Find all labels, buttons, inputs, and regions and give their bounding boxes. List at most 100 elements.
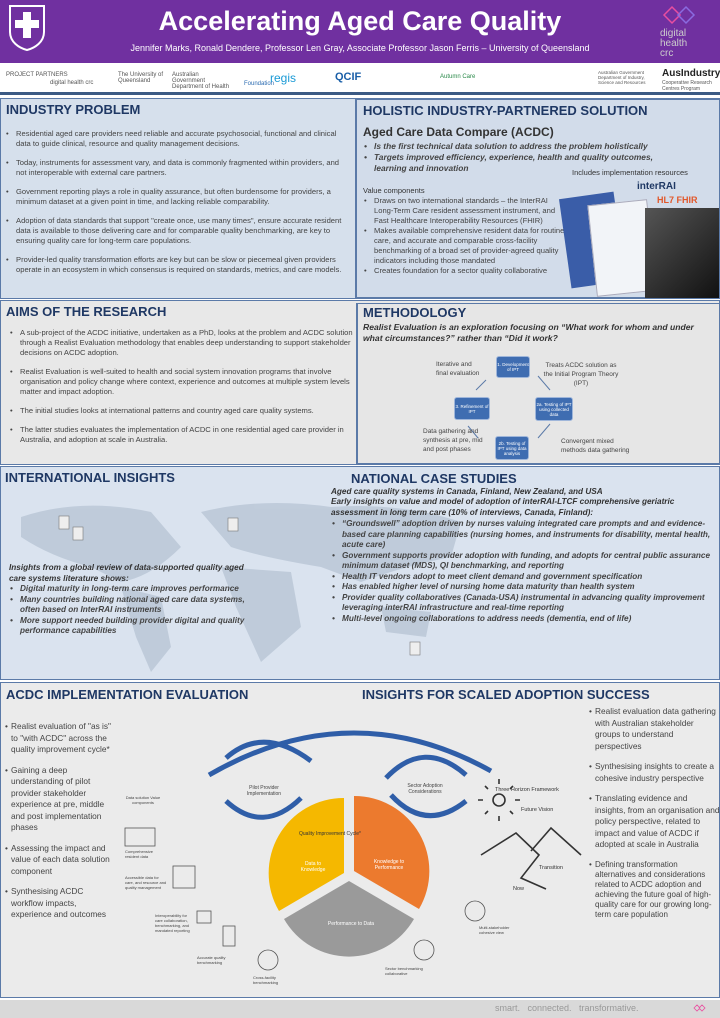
cubes-icon [172, 865, 196, 889]
document-icon [227, 517, 239, 532]
list-item: Defining transformation alternatives and… [588, 860, 719, 920]
footer-tagline: smart. connected. transformative. [495, 1003, 639, 1013]
pilot-cycle-arrow [224, 739, 313, 764]
scaled-heading: INSIGHTS FOR SCALED ADOPTION SUCCESS [362, 687, 650, 702]
brand-text: digital health crc [660, 28, 688, 59]
implementation-list: Realist evaluation of "as is" to "with A… [4, 721, 112, 930]
horizon-title: Three Horizon Framework [495, 787, 559, 793]
people-icon [257, 949, 279, 971]
arrow-icon [467, 425, 479, 439]
aims-heading: AIMS OF THE RESEARCH [6, 304, 167, 319]
step-development: 1. Development of IPT [496, 356, 530, 378]
step-testing-collected: 2a. Testing of IPT using collected data [535, 397, 573, 421]
value-list: Draws on two international standards – t… [363, 196, 568, 276]
ausindustry-logo: AusIndustry [662, 68, 720, 79]
list-item: “Groundswell” adoption driven by nurses … [331, 519, 719, 551]
list-item: Translating evidence and insights, from … [588, 793, 719, 851]
national-lead-1: Aged care quality systems in Canada, Fin… [331, 487, 603, 496]
cycle-title: Quality Improvement Cycle* [299, 831, 361, 837]
list-item: Digital maturity in long-term care impro… [9, 584, 254, 595]
components-title: Data solution Value components [125, 795, 161, 805]
list-item: Government reporting plays a role in qua… [5, 187, 350, 207]
cycle-arrows [467, 375, 551, 439]
partner-gov-logo: Australian Government Department of Indu… [598, 70, 646, 85]
partner-logo: Autumn Care [440, 74, 476, 80]
sector-item-label: Multi-stakeholder cohesive view [479, 925, 510, 935]
list-item: Makes available comprehensive resident d… [363, 226, 568, 266]
list-item: Synthesising insights to create a cohesi… [588, 761, 719, 784]
list-item: Health IT vendors adopt to meet client d… [331, 572, 719, 583]
list-item: Many countries building national aged ca… [9, 595, 254, 616]
arrow-icon [537, 423, 551, 439]
slice-label: Knowledge to Performance [373, 859, 405, 871]
ausindustry-sub: Cooperative Research Centres Program [662, 80, 712, 92]
list-item: The initial studies looks at internation… [9, 406, 354, 416]
screen-icon [124, 827, 156, 847]
sector-cycle-arrow [384, 754, 468, 780]
resources-label: Includes implementation resources [572, 168, 688, 177]
component-label: Comprehensive resident data [125, 849, 154, 859]
aims-list: A sub-project of the ACDC initiative, un… [9, 328, 354, 454]
list-item: Draws on two international standards – t… [363, 196, 568, 226]
now-label: Now [513, 886, 525, 892]
authors: Jennifer Marks, Ronald Dendere, Professo… [130, 43, 590, 53]
partner-logo: Australian Government Department of Heal… [172, 72, 230, 90]
list-item: Realist Evaluation is well-suited to hea… [9, 367, 354, 397]
diamond-logo-icon [662, 5, 696, 25]
list-item: A sub-project of the ACDC initiative, un… [9, 328, 354, 358]
international-section: INTERNATIONAL INSIGHTS Insights from a g… [0, 466, 720, 680]
list-item: Adoption of data standards that support … [5, 216, 350, 246]
arrow-icon [537, 375, 551, 391]
horizon-icons [478, 779, 582, 890]
list-item: Residential aged care providers need rel… [5, 129, 350, 149]
big-arc-arrow [207, 730, 493, 778]
national-heading: NATIONAL CASE STUDIES [351, 471, 517, 486]
pilot-cycle-arrow [224, 796, 303, 820]
sector-item-label: Sector benchmarking collaborative [385, 966, 423, 976]
transition-label: Transition [539, 865, 563, 871]
note-convergent: Convergent mixed methods data gathering [561, 438, 630, 454]
pie-slice-data-to-knowledge [268, 797, 344, 911]
step-refinement: 3. Refinement of IPT [454, 397, 490, 420]
sun-icon [492, 793, 506, 807]
industry-section: INDUSTRY PROBLEM Residential aged care p… [0, 98, 720, 299]
component-label: Accessible data for care, and resource a… [125, 875, 167, 890]
slice-label: Performance to Data [327, 921, 375, 927]
sector-label: Sector Adoption Considerations [407, 783, 443, 795]
collaboration-icon [413, 939, 435, 961]
implementation-section: ACDC IMPLEMENTATION EVALUATION INSIGHTS … [0, 682, 720, 998]
pie-chart [268, 795, 430, 957]
methodology-section: METHODOLOGY Realist Evaluation is an exp… [356, 303, 720, 464]
national-lead-2: Early insights on value and model of ado… [331, 497, 675, 517]
uq-shield-logo [9, 5, 45, 52]
list-item: The latter studies evaluates the impleme… [9, 425, 354, 445]
diamond-logo-icon [693, 1004, 706, 1012]
step-testing-analysis: 2b. Testing of IPT using data analysis [495, 436, 529, 460]
document-icon [409, 641, 421, 656]
list-item: Multi-level ongoing collaborations to ad… [331, 614, 719, 625]
scaled-list: Realist evaluation data gathering with A… [588, 706, 719, 929]
methodology-heading: METHODOLOGY [363, 305, 467, 320]
list-item: Today, instruments for assessment vary, … [5, 158, 350, 178]
solution-highlights: Is the first technical data solution to … [363, 141, 663, 174]
note-data-gathering: Data gathering and synthesis at pre, mid… [423, 428, 483, 453]
list-item: Provider quality collaboratives (Canada-… [331, 593, 719, 614]
list-item: Provider-led quality transformation effo… [5, 255, 350, 275]
interrai-logo: interRAI [637, 181, 676, 192]
document-icon [58, 515, 84, 541]
component-icons [124, 827, 486, 971]
poster-title: Accelerating Aged Care Quality [158, 6, 562, 36]
list-item: More support needed building provider di… [9, 616, 254, 637]
list-item: Gaining a deep understanding of pilot pr… [4, 765, 112, 834]
list-item: Assessing the impact and value of each d… [4, 843, 112, 878]
international-list: Digital maturity in long-term care impro… [9, 584, 254, 637]
implementation-heading: ACDC IMPLEMENTATION EVALUATION [6, 687, 249, 702]
list-item: Synthesising ACDC workflow impacts, expe… [4, 886, 112, 921]
national-list: “Groundswell” adoption driven by nurses … [331, 519, 719, 624]
international-lead: Insights from a global review of data-su… [9, 563, 244, 583]
partner-logo: The University of Queensland [118, 72, 164, 84]
arrow-icon [475, 379, 487, 391]
digital-health-crc-logo: digital health crc [660, 4, 710, 60]
note-iterative: Iterative and final evaluation [436, 361, 480, 377]
sector-cycle-arrow [389, 793, 468, 818]
